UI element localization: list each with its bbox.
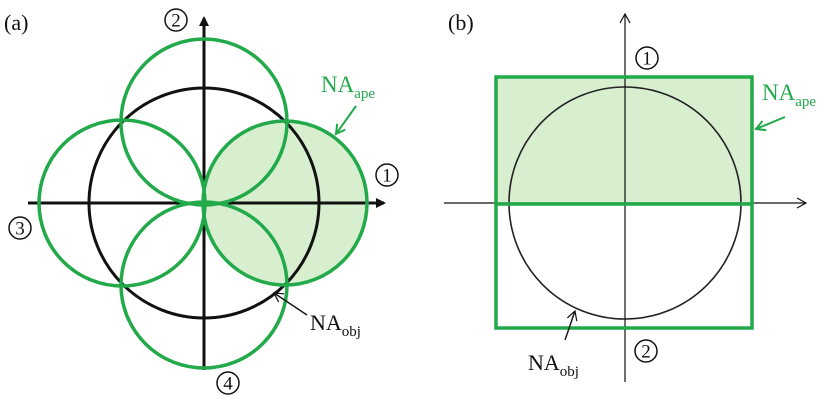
objective-circle <box>87 86 321 320</box>
panel-b-label: (b) <box>448 10 474 35</box>
panel-a: (a) 1 2 3 4 NAape <box>4 8 399 395</box>
marker-a-2: 2 <box>164 8 188 32</box>
panel-a-label: (a) <box>4 10 28 35</box>
marker-a-1: 1 <box>375 163 399 187</box>
na-obj-label-a: NAobj <box>310 310 361 340</box>
marker-b-1: 1 <box>635 46 659 70</box>
na-ape-arrow-b <box>756 116 786 129</box>
na-ape-arrow-a <box>336 105 357 134</box>
marker-a-3: 3 <box>8 216 32 240</box>
svg-text:1: 1 <box>642 49 652 70</box>
aperture-rect-fill <box>496 77 752 204</box>
svg-text:2: 2 <box>171 11 181 32</box>
na-ape-label-b: NAape <box>762 80 816 110</box>
aperture-circle-1 <box>201 119 369 287</box>
marker-a-4: 4 <box>216 371 240 395</box>
na-obj-arrow-b <box>564 309 578 341</box>
panel-b: (b) 1 2 NAape NAobj <box>444 10 816 382</box>
marker-b-2: 2 <box>634 339 658 363</box>
svg-text:4: 4 <box>223 374 233 395</box>
svg-text:1: 1 <box>382 166 392 187</box>
na-obj-arrow-a <box>272 292 308 316</box>
na-obj-label-b: NAobj <box>528 350 579 380</box>
svg-text:2: 2 <box>641 342 651 363</box>
na-ape-label-a: NAape <box>321 72 375 102</box>
svg-text:3: 3 <box>15 219 25 240</box>
